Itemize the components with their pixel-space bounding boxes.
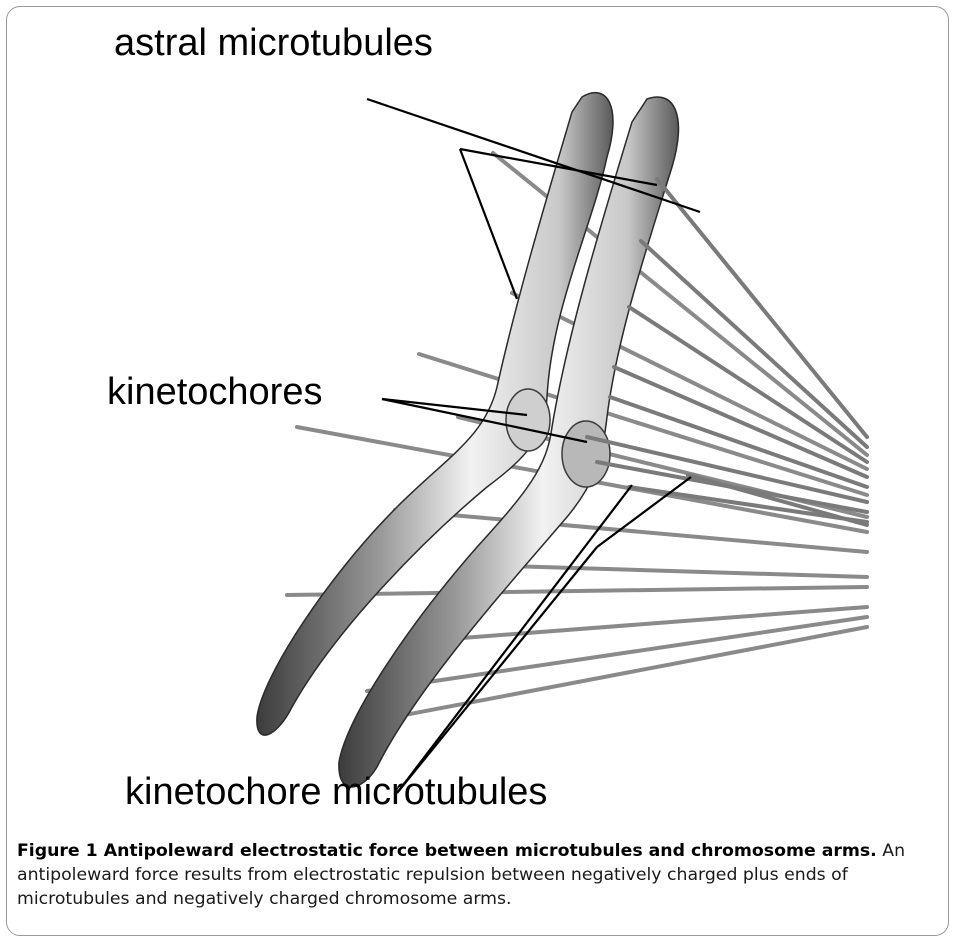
label-kinetochore-microtubules: kinetochore microtubules [125,771,547,813]
figure-frame: astral microtubules kinetochores kinetoc… [6,6,949,936]
caption-title: Figure 1 Antipoleward electrostatic forc… [17,841,877,861]
kinetochore-right [562,421,610,487]
figure-caption: Figure 1 Antipoleward electrostatic forc… [17,839,942,911]
label-astral-microtubules: astral microtubules [114,22,433,64]
chromosome-illustration: astral microtubules kinetochores kinetoc… [7,7,949,837]
kinetochore-left [506,389,550,451]
label-kinetochores: kinetochores [107,371,322,413]
